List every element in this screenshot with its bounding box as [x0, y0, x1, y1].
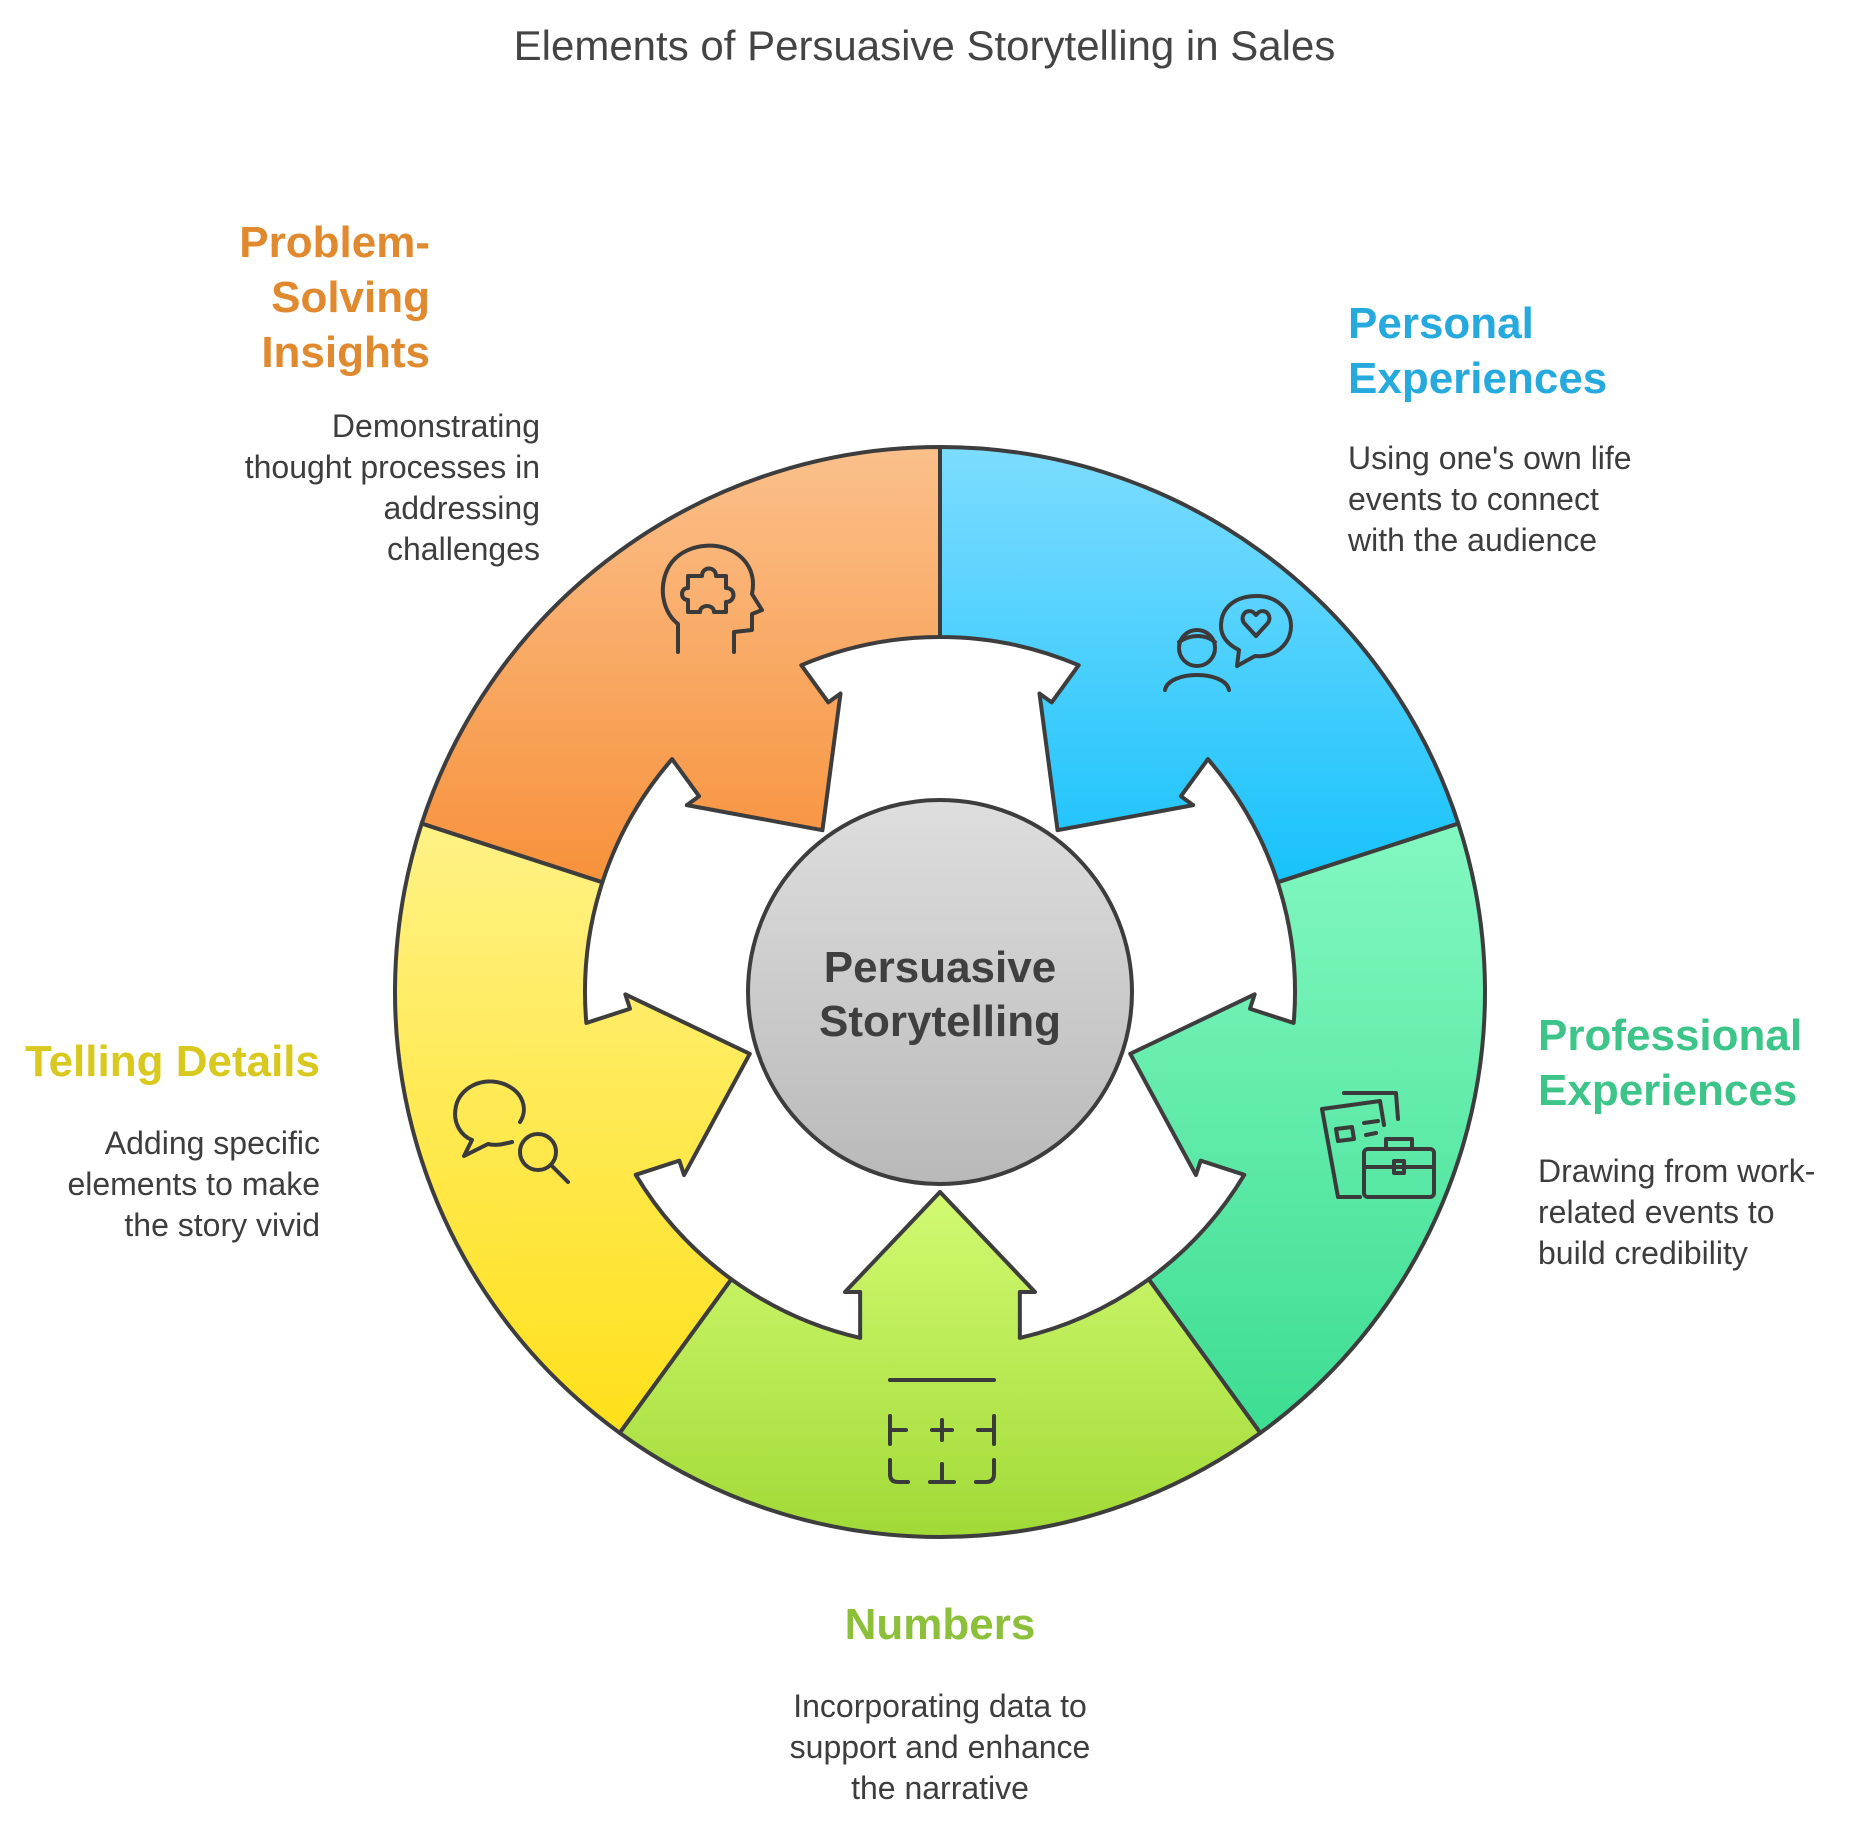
professional-experiences-title: Professional Experiences: [1538, 1008, 1838, 1118]
head-puzzle-icon: [660, 543, 764, 654]
details-desc-line1: Adding specific: [104, 1125, 320, 1161]
professional-title-line1: Professional: [1538, 1011, 1803, 1060]
details-desc-line3: the story vivid: [124, 1207, 320, 1243]
telling-details-description: Adding specific elements to make the sto…: [20, 1123, 320, 1246]
problem-solving-desc-line2: thought processes in: [244, 449, 540, 485]
problem-solving-title-line2: Solving: [271, 273, 430, 322]
numbers-title-line1: Numbers: [844, 1600, 1036, 1649]
personal-experiences-description: Using one's own life events to connect w…: [1348, 438, 1768, 561]
professional-desc-line1: Drawing from work-: [1538, 1153, 1816, 1189]
professional-experiences-segment: [1128, 821, 1488, 1435]
center-label-line1: Persuasive: [824, 943, 1056, 992]
center-circle: [746, 798, 1134, 1186]
personal-title-line2: Experiences: [1348, 354, 1608, 403]
numbers-segment: [617, 1190, 1263, 1539]
details-desc-line2: elements to make: [67, 1166, 320, 1202]
personal-title-line1: Personal: [1348, 299, 1534, 348]
problem-solving-title: Problem- Solving Insights: [130, 215, 430, 380]
professional-desc-line3: build credibility: [1538, 1235, 1748, 1271]
chat-search-icon: [453, 1079, 570, 1184]
numbers-desc-line2: support and enhance: [789, 1729, 1091, 1765]
professional-experiences-description: Drawing from work- related events to bui…: [1538, 1151, 1848, 1274]
center-label-line2: Storytelling: [819, 997, 1061, 1046]
problem-solving-desc-line3: addressing: [383, 490, 540, 526]
personal-desc-line1: Using one's own life: [1348, 440, 1632, 476]
diagram-title: Elements of Persuasive Storytelling in S…: [513, 22, 1336, 69]
professional-title-line2: Experiences: [1538, 1066, 1798, 1115]
personal-desc-line2: events to connect: [1348, 481, 1599, 517]
numbers-description: Incorporating data to support and enhanc…: [690, 1686, 1190, 1809]
problem-solving-description: Demonstrating thought processes in addre…: [140, 406, 540, 570]
professional-desc-line2: related events to: [1538, 1194, 1775, 1230]
numbers-desc-line3: the narrative: [851, 1770, 1029, 1806]
problem-solving-segment: [419, 445, 942, 885]
calculator-icon: [888, 1378, 996, 1484]
problem-solving-desc-line1: Demonstrating: [331, 408, 540, 444]
problem-solving-title-line3: Insights: [261, 328, 430, 377]
details-title-line1: Telling Details: [24, 1037, 320, 1086]
documents-briefcase-icon: [1320, 1091, 1436, 1199]
personal-experiences-title: Personal Experiences: [1348, 296, 1748, 406]
numbers-title: Numbers: [740, 1597, 1140, 1652]
personal-desc-line3: with the audience: [1348, 522, 1598, 558]
telling-details-title: Telling Details: [10, 1034, 320, 1089]
problem-solving-title-line1: Problem-: [239, 218, 430, 267]
telling-details-segment: [393, 821, 752, 1435]
numbers-desc-line1: Incorporating data to: [793, 1688, 1087, 1724]
person-heart-bubble-icon: [1163, 594, 1293, 692]
problem-solving-desc-line4: challenges: [387, 531, 540, 567]
